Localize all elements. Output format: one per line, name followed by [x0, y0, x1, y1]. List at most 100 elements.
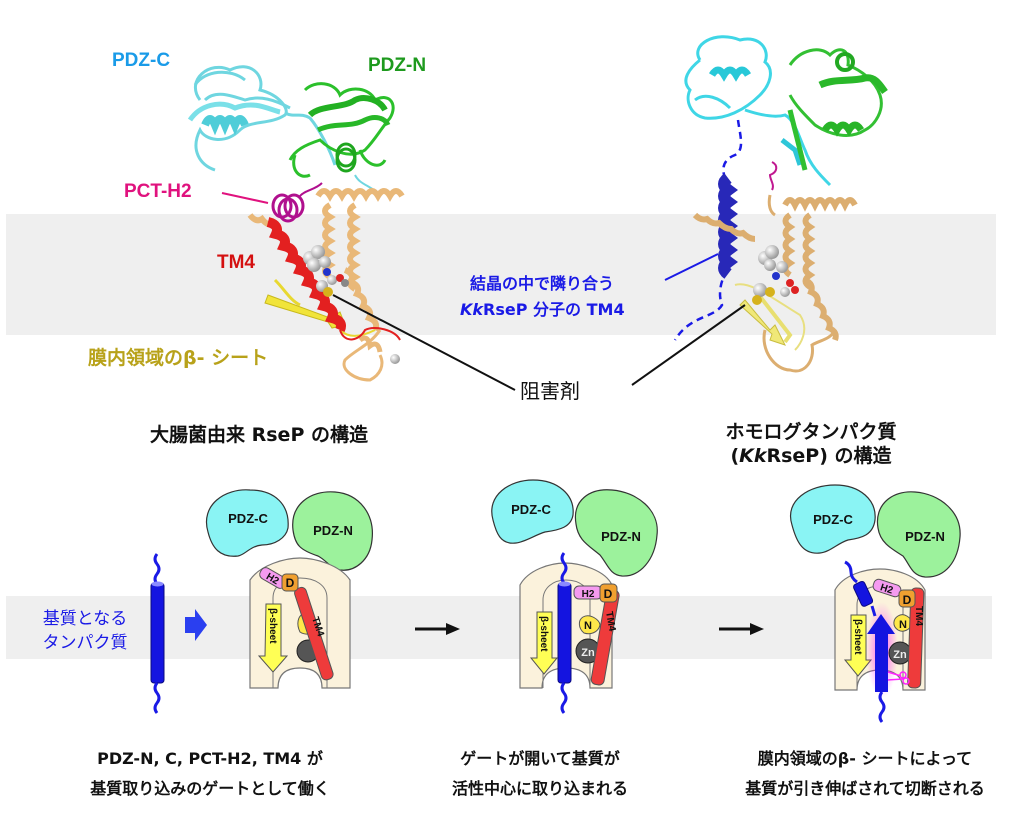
- cartoon1-pdz-n-label: PDZ-N: [313, 523, 353, 538]
- kk-pdz-n-ribbon: [787, 48, 888, 171]
- pdz-c-domain-ribbon: [187, 65, 337, 172]
- black-arrow-icon-1: [415, 623, 460, 635]
- species-prefix-italic: Kk: [460, 300, 484, 319]
- membrane-band-bottom: [6, 596, 992, 659]
- label-pdz-n: PDZ-N: [368, 55, 427, 76]
- kk-neighbor-dashed-linker-bottom: [673, 269, 730, 341]
- cartoon2-tm4-label: TM4: [603, 611, 617, 633]
- kk-inhibitor-molecule: [752, 245, 799, 305]
- substrate-bottom-tail: [153, 682, 161, 714]
- cartoon2-zn-label: Zn: [581, 647, 595, 659]
- step-1-caption-line1: PDZ-N, C, PCT-H2, TM4 が: [97, 749, 323, 768]
- substrate-label-line2: タンパク質: [42, 633, 128, 653]
- pct-h2-helix-ribbon: [271, 182, 323, 223]
- caption-ecoli-rsep: 大腸菌由来 RseP の構造: [150, 424, 368, 446]
- pdz-n-helix: [335, 142, 357, 173]
- label-pct-h2: PCT-H2: [124, 181, 192, 202]
- black-arrow-icon-2: [719, 623, 764, 635]
- substrate-protein: [150, 553, 165, 714]
- inhibitor-pointer-line-left: [332, 294, 516, 391]
- substrate-top-tail: [153, 553, 161, 585]
- kk-tm-helices: [692, 194, 858, 373]
- d-residue-badge: [599, 583, 618, 603]
- label-pdz-c: PDZ-C: [112, 50, 171, 71]
- cartoon2-pdz-n-label: PDZ-N: [601, 529, 641, 544]
- substrate-extended-strand: [870, 605, 877, 617]
- inhibitor-label: 阻害剤: [520, 379, 580, 403]
- substrate-bottom-tail: [878, 691, 886, 723]
- scissors-icon: [887, 671, 910, 685]
- substrate-top-tail: [560, 552, 568, 584]
- kk-pdz-c-ribbon: [684, 35, 832, 187]
- cartoon-text-labels: PDZ-C PDZ-N H2 D TM4 β-sheet PDZ-C PDZ-N…: [228, 502, 945, 661]
- step-3-caption-line1: 膜内領域のβ- シートによって: [757, 749, 973, 768]
- label-tm4: TM4: [217, 252, 255, 273]
- caption-kkrsep-line2: (KkRseP) の構造: [686, 441, 936, 468]
- tm4-helix-ribbon: [266, 217, 401, 341]
- tm4-cylinder: [907, 587, 925, 689]
- pdz-c-blob: [205, 489, 289, 557]
- cartoon1-pdz-c-label: PDZ-C: [228, 511, 268, 526]
- step-2-caption-line2: 活性中心に取り込まれる: [451, 779, 628, 798]
- tm4-cylinder: [294, 586, 334, 681]
- caption-paren-open: (: [730, 445, 740, 467]
- pdz-c-blob: [789, 484, 876, 554]
- pdz-n-blob: [876, 491, 961, 578]
- rsep-body-inner: [272, 577, 328, 688]
- pdz-c-blob: [491, 479, 574, 544]
- cartoon1-beta-label: β-sheet: [267, 608, 278, 644]
- cartoon3-tm4-label: TM4: [913, 606, 924, 626]
- cartoon3-h2-label: H2: [879, 582, 895, 597]
- cartoon3-pdz-n-label: PDZ-N: [905, 529, 945, 544]
- pdz-n-domain-ribbon: [288, 82, 395, 178]
- kk-beta-sheet-ribbon: [734, 283, 806, 351]
- cartoon3-beta-label: β-sheet: [852, 619, 863, 655]
- pdz-c-helix: [201, 115, 249, 136]
- neighbor-label-rest: RseP 分子の TM4: [483, 300, 625, 319]
- pct-h2-pointer-line: [221, 192, 269, 204]
- caption-rest: RseP) の構造: [766, 445, 892, 467]
- substrate-helix-cylinder: [150, 582, 165, 684]
- substrate-top-tail: [844, 560, 858, 584]
- beta-sheet-arrow: [529, 611, 559, 675]
- kk-neighbor-pointer-line: [664, 253, 719, 281]
- kkrsep-structure: [664, 35, 888, 373]
- label-neighbor-tm4-line2: KkRseP 分子の TM4: [460, 296, 625, 320]
- membrane-band-top: [6, 214, 996, 335]
- cartoon2-pdz-c-label: PDZ-C: [511, 502, 551, 517]
- cartoon3-zn-label: Zn: [893, 649, 907, 661]
- cartoon2-n-label: N: [584, 620, 592, 632]
- step-2-caption-line1: ゲートが開いて基質が: [460, 749, 620, 768]
- ecoli-rsep-structure: [187, 65, 405, 382]
- gate-cartoon-1: [205, 489, 373, 689]
- cartoon3-n-label: N: [899, 619, 907, 631]
- caption-kkrsep-line1: ホモログタンパク質: [725, 421, 897, 443]
- gate-cartoon-2: [491, 479, 658, 714]
- gate-cartoon-3: [789, 484, 961, 723]
- beta-sheet-arrow: [843, 614, 873, 677]
- cartoon2-d-label: D: [604, 587, 613, 601]
- cartoon3-d-label: D: [903, 593, 912, 607]
- pdz-n-blob: [292, 491, 373, 571]
- cartoon3-pdz-c-label: PDZ-C: [813, 512, 853, 527]
- label-neighbor-tm4-line1: 結晶の中で隣り合う: [470, 274, 615, 293]
- n-residue-badge: [893, 614, 913, 632]
- label-beta-sheet: 膜内領域のβ- シート: [88, 347, 269, 369]
- cartoon2-beta-label: β-sheet: [538, 616, 549, 652]
- substrate-bottom-tail: [560, 682, 568, 714]
- caption-species-italic: Kk: [739, 445, 767, 467]
- step-1-caption-line2: 基質取り込みのゲートとして働く: [90, 779, 330, 798]
- d-residue-badge: [281, 573, 299, 592]
- inhibitor-pointer-line-right: [631, 304, 746, 386]
- substrate-helix-cylinder: [557, 582, 572, 684]
- substrate-short-helix: [853, 580, 874, 607]
- kk-pct-h2-fragment: [768, 161, 778, 191]
- pdz-n-blob: [574, 489, 658, 577]
- step-3-caption-line2: 基質が引き伸ばされて切断される: [745, 779, 985, 798]
- kk-neighbor-dashed-linker-top: [722, 119, 743, 179]
- n-residue-badge: [578, 615, 601, 635]
- cartoon2-h2-label: H2: [582, 589, 595, 600]
- beta-sheet-arrow: [257, 603, 289, 673]
- substrate-label-line1: 基質となる: [42, 609, 128, 629]
